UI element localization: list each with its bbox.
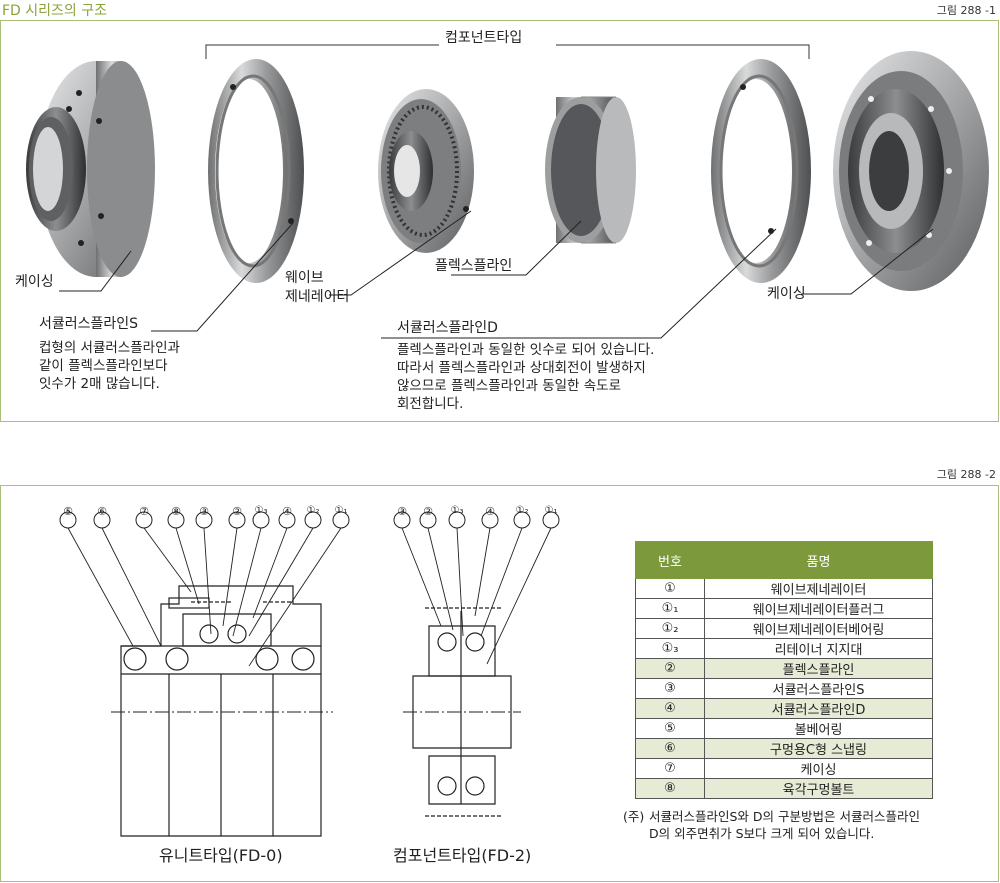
casing-left-image [26, 61, 155, 277]
circular-spline-s-image [208, 59, 304, 283]
part-number: ⑥ [635, 738, 705, 759]
casing-right-image [833, 51, 989, 291]
part-name: 웨이브제네레이터베어링 [704, 618, 933, 639]
part-number: ①₃ [635, 638, 705, 659]
leader-lines [59, 210, 934, 339]
cross-section-drawing [59, 511, 560, 837]
flexspline-label: 플렉스플라인 [435, 258, 513, 274]
fd2-section [412, 607, 512, 817]
circular-spline-d-description: 플렉스플라인과 동일한 잇수로 되어 있습니다. 따라서 플렉스플라인과 상대회… [397, 342, 655, 412]
fd2-marker-2: ② [423, 505, 433, 518]
part-number: ①₁ [635, 598, 705, 619]
flexspline-image [545, 96, 636, 244]
section-title: FD 시리즈의 구조 [2, 3, 108, 19]
circular-spline-d-label: 서큘러스플라인D [397, 320, 498, 336]
header-part-name: 품명 [704, 541, 933, 579]
fd2-marker-4: ④ [485, 505, 495, 518]
casing-left-label: 케이싱 [15, 274, 54, 290]
fd2-marker-1-1: ①₁ [544, 505, 558, 516]
marker-1-3: ①₃ [254, 505, 268, 516]
fd2-marker-1-3: ①₃ [450, 505, 464, 516]
part-number: ⑦ [635, 758, 705, 779]
part-name: 볼베어링 [704, 718, 933, 739]
marker-7: ⑦ [139, 505, 149, 518]
part-number: ① [635, 578, 705, 599]
wave-generator-label: 웨이브 제네레이터 [285, 270, 350, 305]
cross-section-panel: ⑤ ⑥ ⑦ ⑧ ③ ② ①₃ ④ ①₂ ①₁ ③ ② ①₃ ④ ①₂ ①₁ 유니… [0, 485, 999, 882]
exploded-view-panel: 컴포넌트타입 케이싱 웨이브 제네레이터 플렉스플라인 케이싱 서큘러스플라인S… [0, 20, 999, 422]
fd2-marker-1-2: ①₂ [515, 505, 529, 516]
caption-fd2: 컴포넌트타입(FD-2) [393, 846, 532, 865]
wave-generator-image [378, 89, 474, 253]
part-number: ② [635, 658, 705, 679]
caption-fd0: 유니트타입(FD-0) [159, 846, 283, 865]
figure-label-2: 그림 288 -2 [936, 468, 996, 481]
part-name: 서큘러스플라인S [704, 678, 933, 699]
marker-6: ⑥ [97, 505, 107, 518]
marker-1-2: ①₂ [306, 505, 320, 516]
part-number: ⑧ [635, 778, 705, 799]
note-prefix: (주) [623, 809, 645, 824]
header-number: 번호 [635, 541, 705, 579]
figure-label-1: 그림 288 -1 [936, 4, 996, 17]
exploded-view-drawing [26, 44, 989, 339]
circular-spline-s-label: 서큘러스플라인S [39, 316, 139, 332]
marker-1-1: ①₁ [334, 505, 348, 516]
marker-2: ② [232, 505, 242, 518]
marker-5: ⑤ [63, 505, 73, 518]
part-number: ⑤ [635, 718, 705, 739]
circular-spline-d-image [711, 59, 811, 283]
marker-3: ③ [199, 505, 209, 518]
part-name: 웨이브제네레이터플러그 [704, 598, 933, 619]
circular-spline-s-description: 컵형의 서큘러스플라인과 같이 플렉스플라인보다 잇수가 2매 많습니다. [39, 340, 180, 392]
part-name: 구멍용C형 스냅링 [704, 738, 933, 759]
fd0-section [120, 585, 322, 837]
fd0-leader-lines [67, 527, 552, 667]
part-name: 케이싱 [704, 758, 933, 779]
note-text: 서큘러스플라인S와 D의 구분방법은 서큘러스플라인 D의 외주면취가 S보다 … [649, 809, 920, 841]
part-number: ④ [635, 698, 705, 719]
casing-right-label: 케이싱 [767, 286, 806, 302]
fd2-marker-3: ③ [397, 505, 407, 518]
part-name: 플렉스플라인 [704, 658, 933, 679]
part-name: 서큘러스플라인D [704, 698, 933, 719]
marker-4: ④ [282, 505, 292, 518]
component-type-label: 컴포넌트타입 [439, 29, 529, 48]
part-name: 리테이너 지지대 [704, 638, 933, 659]
part-number: ①₂ [635, 618, 705, 639]
marker-8: ⑧ [171, 505, 181, 518]
part-name: 웨이브제네레이터 [704, 578, 933, 599]
part-name: 육각구멍볼트 [704, 778, 933, 799]
component-type-bracket [205, 44, 810, 59]
part-number: ③ [635, 678, 705, 699]
